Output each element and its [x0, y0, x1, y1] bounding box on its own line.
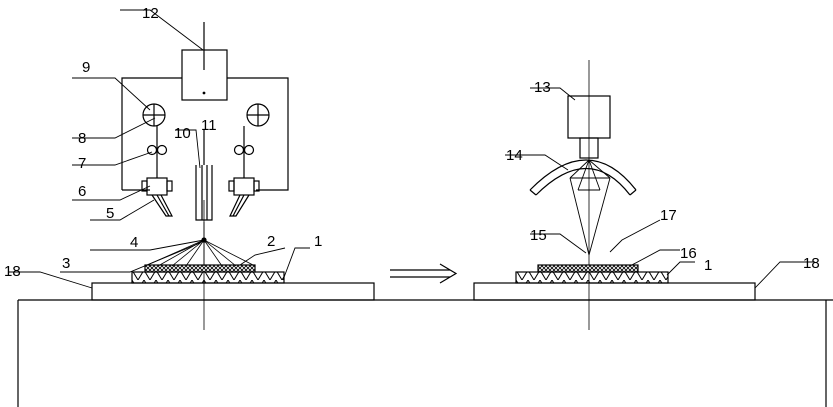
label-17: 17: [660, 207, 677, 224]
laser-head: [182, 22, 227, 100]
nozzle-holder-left: [142, 178, 172, 216]
label-18-left: 18: [4, 263, 21, 280]
label-18-right: 18: [803, 255, 820, 272]
label-16: 16: [680, 245, 697, 262]
label-10: 10: [174, 125, 191, 142]
label-2: 2: [267, 233, 275, 250]
work-table-left: [92, 283, 374, 300]
label-12: 12: [142, 5, 159, 22]
label-14: 14: [506, 147, 523, 164]
nozzle-holder-right: [229, 178, 259, 216]
label-1-right: 1: [704, 257, 712, 274]
callout-labels: 12 9 8 7 6 5 10 11 4 3 2 1 18 13 14 15 1…: [4, 5, 820, 280]
process-arrow: [390, 264, 456, 283]
label-15: 15: [530, 227, 547, 244]
scan-cone: [570, 160, 610, 255]
label-6: 6: [78, 183, 86, 200]
work-table-right: [474, 283, 755, 300]
feed-frame: [122, 78, 288, 190]
coating-layer-right: [538, 265, 638, 272]
coating-layer-left: [145, 265, 255, 272]
label-5: 5: [106, 205, 114, 222]
label-11: 11: [201, 117, 217, 134]
powder-reel-right: [247, 104, 269, 126]
workpiece-right: [516, 272, 668, 283]
label-9: 9: [82, 59, 90, 76]
workpiece-left: [132, 272, 284, 283]
label-7: 7: [78, 155, 86, 172]
label-3: 3: [62, 255, 70, 272]
label-13: 13: [534, 79, 551, 96]
machine-bed: [18, 300, 833, 407]
label-1-left: 1: [314, 233, 322, 250]
feed-rollers-left: [148, 126, 167, 178]
feed-rollers-right: [235, 126, 254, 178]
label-8: 8: [78, 130, 86, 147]
label-4: 4: [130, 234, 138, 251]
